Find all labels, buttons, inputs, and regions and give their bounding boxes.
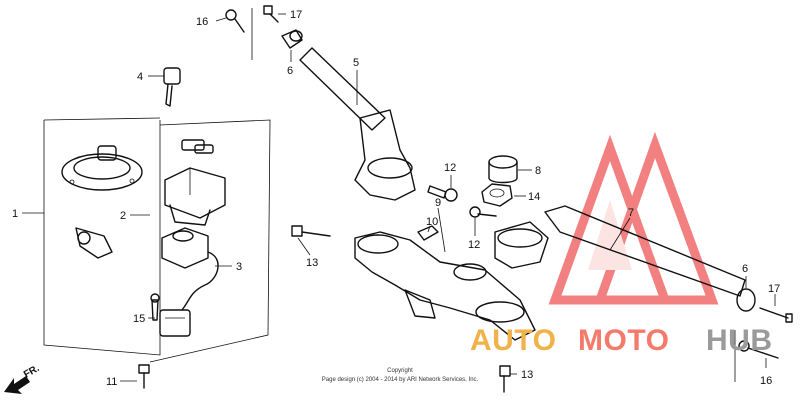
callout-1: 1 bbox=[12, 208, 18, 220]
watermark-moto: MOTO bbox=[578, 324, 669, 357]
bolt-16-right bbox=[738, 340, 779, 359]
callout-2: 2 bbox=[120, 210, 126, 222]
key-set-bracket bbox=[43, 117, 271, 363]
callout-12-upper: 12 bbox=[444, 162, 456, 174]
bar-end-weight-right bbox=[736, 288, 756, 312]
bolt-17-top bbox=[263, 5, 279, 23]
watermark-auto: AUTO bbox=[470, 324, 556, 357]
callout-17-top: 17 bbox=[290, 9, 302, 21]
watermark-logo-triangles bbox=[548, 131, 719, 305]
nut-14 bbox=[481, 183, 513, 207]
callout-8: 8 bbox=[535, 165, 541, 177]
left-handlebar-part bbox=[299, 47, 416, 201]
key-part bbox=[163, 67, 181, 107]
copyright-footer: Copyright Page design (c) 2004 - 2014 by… bbox=[322, 368, 479, 383]
leader-lines bbox=[22, 13, 776, 382]
callout-16-right: 16 bbox=[760, 375, 772, 387]
bolt-13-bottom bbox=[499, 365, 511, 393]
callout-labels: 1 2 3 4 5 6 6 7 8 9 10 11 12 12 13 13 14… bbox=[12, 9, 780, 388]
callout-13-mid: 13 bbox=[306, 257, 318, 269]
callout-3: 3 bbox=[236, 261, 242, 273]
watermark-hub: HUB bbox=[706, 324, 773, 357]
callout-14: 14 bbox=[528, 191, 540, 203]
bolt-13-mid bbox=[291, 225, 331, 237]
bolt-16-top bbox=[225, 9, 245, 33]
bolt-12-upper bbox=[427, 185, 458, 202]
washer-10 bbox=[417, 225, 439, 241]
arrow-icon bbox=[4, 376, 30, 394]
callout-4: 4 bbox=[137, 71, 143, 83]
callout-7: 7 bbox=[628, 207, 634, 219]
callout-11: 11 bbox=[106, 376, 117, 388]
right-handlebar-part bbox=[494, 205, 746, 297]
callout-13-bottom: 13 bbox=[521, 369, 533, 381]
copyright-line-1: Copyright bbox=[387, 368, 413, 374]
cap-8 bbox=[488, 155, 518, 184]
callout-17-right: 17 bbox=[768, 283, 780, 295]
watermark-text: AUTO MOTO HUB bbox=[470, 324, 773, 357]
callout-12-lower: 12 bbox=[468, 239, 480, 251]
top-bridge-part bbox=[354, 231, 536, 341]
callout-9: 9 bbox=[435, 197, 441, 209]
callout-6-top: 6 bbox=[287, 65, 293, 77]
copyright-line-2: Page design (c) 2004 - 2014 by ARI Netwo… bbox=[322, 377, 479, 383]
bar-end-weight-top bbox=[281, 29, 303, 49]
callout-10: 10 bbox=[426, 216, 438, 228]
bolt-11 bbox=[138, 364, 150, 389]
bolt-17-right bbox=[759, 307, 793, 323]
ignition-switch-part bbox=[164, 139, 226, 226]
direction-label: FR. bbox=[22, 363, 42, 381]
callout-15: 15 bbox=[133, 313, 145, 325]
callout-6-right: 6 bbox=[742, 263, 748, 275]
callout-16-top: 16 bbox=[196, 16, 208, 28]
seat-lock-part bbox=[75, 227, 113, 259]
fuel-cap-part bbox=[61, 145, 143, 191]
callout-5: 5 bbox=[353, 57, 359, 69]
front-direction-indicator: FR. bbox=[4, 363, 42, 394]
lock-cylinder-part bbox=[159, 227, 219, 337]
screw-15 bbox=[150, 293, 160, 321]
bolt-12-lower bbox=[469, 206, 497, 218]
